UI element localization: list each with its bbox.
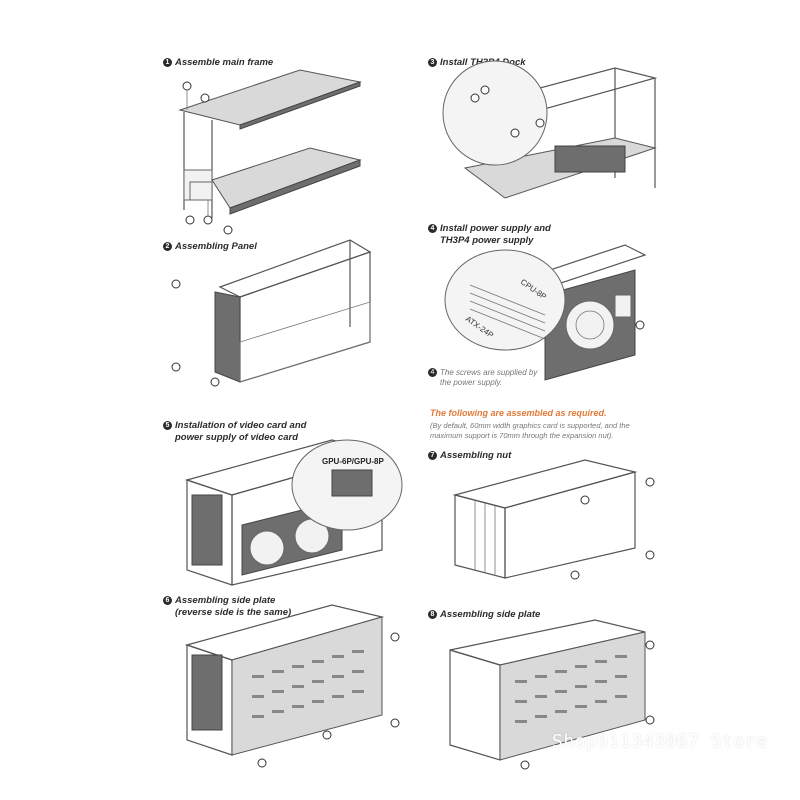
optional-note: (By default, 60mm width graphics card is… [430,421,630,440]
step-number: 6 [163,596,172,605]
step-number: 5 [163,421,172,430]
step-number: 4 [428,368,437,377]
optional-heading: The following are assembled as required. [430,408,607,418]
video-card-illustration: GPU-6P/GPU-8P [184,439,403,586]
side-plate-2-illustration [449,619,655,770]
store-watermark: Shop911343067 Store [552,731,768,752]
dock-install-illustration [442,60,658,199]
step-number: 7 [428,451,437,460]
main-frame-illustration [178,69,362,235]
gpu-power-label: GPU-6P/GPU-8P [322,457,384,466]
step-number: 1 [163,58,172,67]
nut-assembly-illustration [452,459,655,580]
psu-cable-bundle [469,284,546,340]
panel-illustration [171,239,372,387]
step-number: 2 [163,242,172,251]
step-number: 3 [428,58,437,67]
step-number: 4 [428,224,437,233]
side-plate-illustration [184,604,400,768]
step-number: 8 [428,610,437,619]
psu-install-illustration: CPU-8P ATX-24P [444,244,647,381]
